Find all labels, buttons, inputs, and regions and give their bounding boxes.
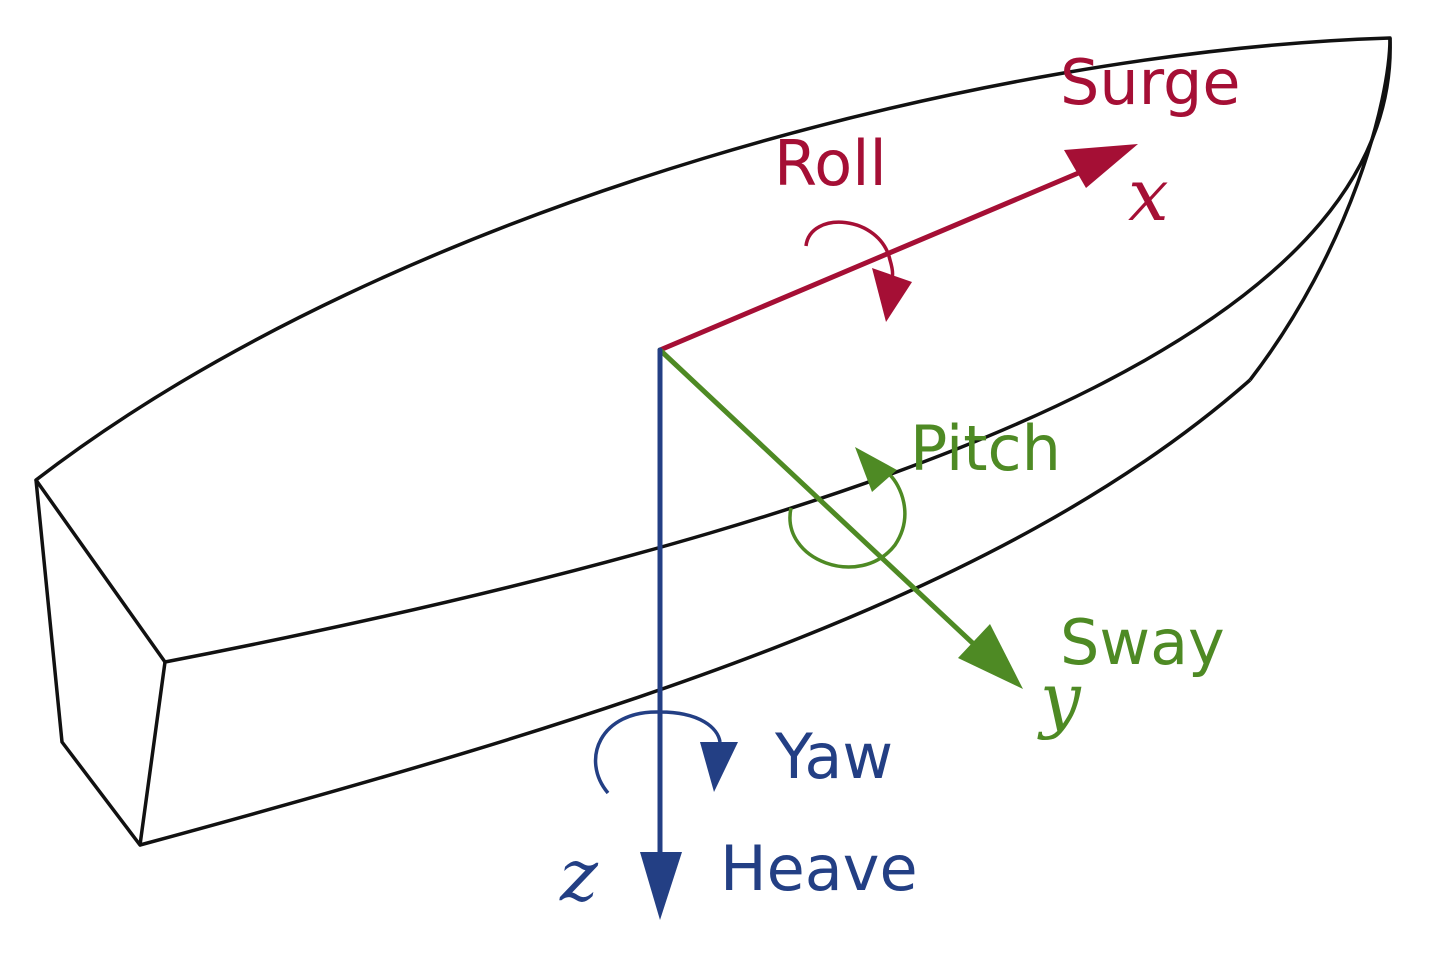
y-axis-arrowhead bbox=[958, 624, 1023, 689]
pitch-arrowhead bbox=[855, 447, 897, 492]
hull-deck-outline bbox=[34, 36, 1392, 664]
yaw-arrowhead bbox=[700, 742, 738, 792]
x-axis-variable: x bbox=[1128, 153, 1169, 237]
yaw-rotation-arrow bbox=[593, 710, 722, 795]
roll-arrowhead bbox=[872, 268, 912, 322]
hull-bow-edge bbox=[1248, 37, 1392, 382]
x-axis-arrowhead bbox=[1064, 144, 1138, 188]
pitch-rotation-arrow bbox=[788, 473, 907, 569]
hull-stern-face bbox=[34, 479, 167, 847]
x-axis-group: Surge Roll x bbox=[657, 46, 1241, 353]
y-axis-group: Pitch Sway y bbox=[657, 347, 1225, 741]
z-axis-group: Yaw Heave z bbox=[559, 347, 918, 920]
yaw-label: Yaw bbox=[774, 720, 893, 793]
z-axis-variable: z bbox=[559, 833, 599, 917]
pitch-label: Pitch bbox=[910, 412, 1061, 485]
sway-label: Sway bbox=[1060, 606, 1225, 679]
y-axis-variable: y bbox=[1037, 657, 1082, 741]
x-axis-line bbox=[657, 163, 1098, 353]
surge-label: Surge bbox=[1060, 46, 1241, 119]
roll-rotation-arrow bbox=[804, 220, 895, 279]
heave-label: Heave bbox=[720, 832, 918, 905]
z-axis-arrowhead bbox=[640, 852, 682, 920]
hull-side-bottom bbox=[139, 378, 1252, 847]
roll-label: Roll bbox=[774, 127, 887, 200]
ship-hull bbox=[34, 36, 1392, 847]
y-axis-line bbox=[657, 347, 983, 653]
